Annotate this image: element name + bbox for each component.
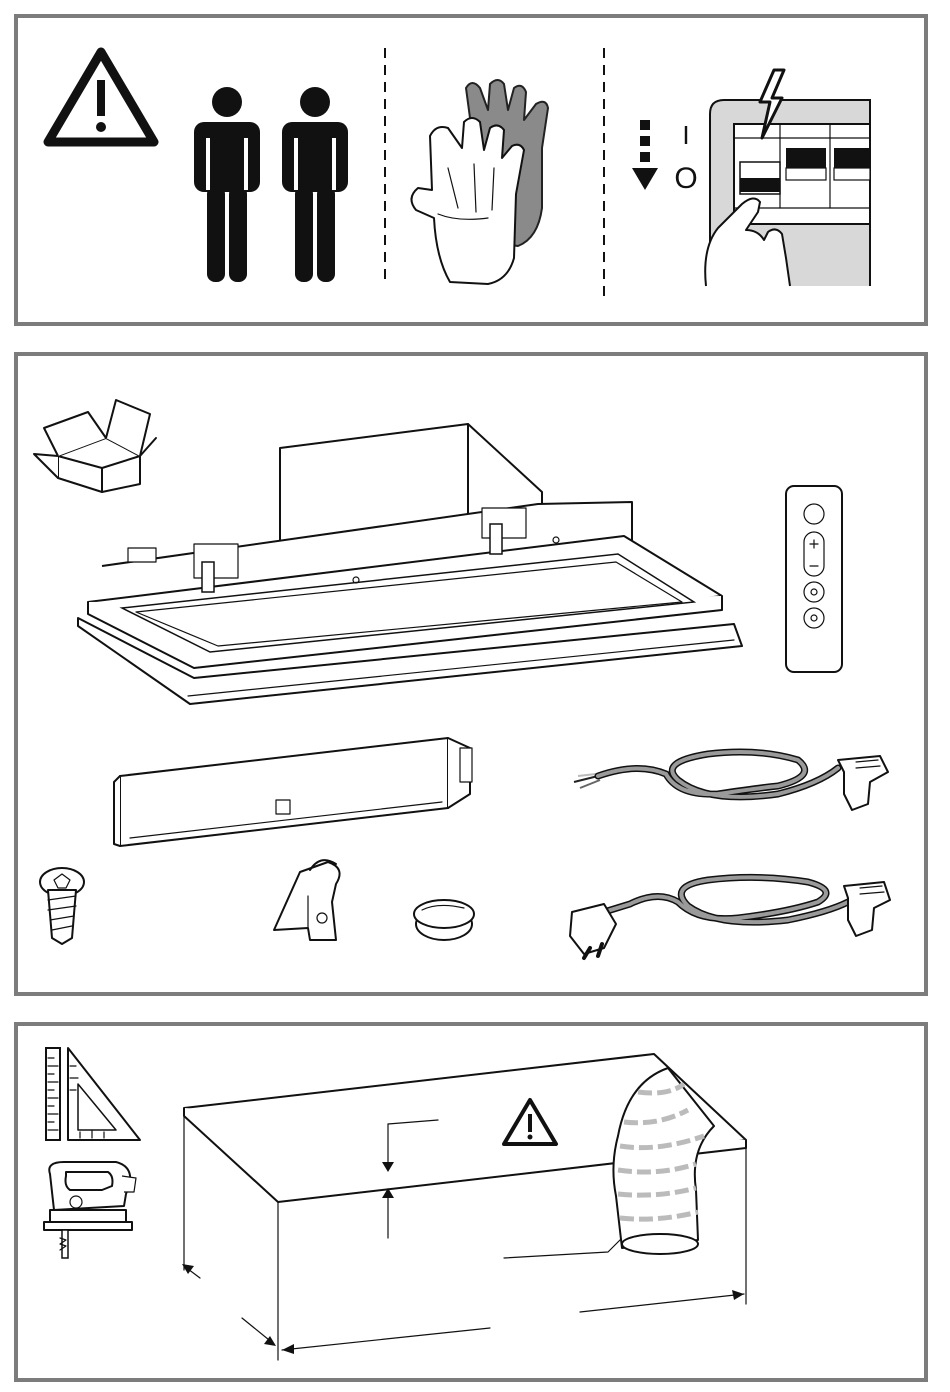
switch-off-symbol: O <box>674 162 697 195</box>
person-icon <box>194 87 260 282</box>
protective-gloves-icon <box>411 80 548 284</box>
person-icon <box>282 87 348 282</box>
switch-on-symbol: I <box>682 120 689 150</box>
remote-light-button[interactable] <box>804 582 824 602</box>
package-contents-illustrations <box>18 356 924 992</box>
installation-illustrations <box>18 1026 924 1378</box>
remote-timer-button[interactable] <box>804 608 824 628</box>
power-cable-bare-wires <box>574 752 888 810</box>
ruler-square-icon <box>46 1048 140 1140</box>
screw <box>40 868 84 944</box>
remote-power-button[interactable] <box>804 504 824 524</box>
warning-triangle-icon <box>48 52 154 142</box>
cooker-hood-unit <box>78 424 742 704</box>
installation-panel <box>14 1022 928 1382</box>
jigsaw-icon <box>44 1162 136 1258</box>
power-off-breaker-icon: I O <box>632 70 870 286</box>
safety-illustrations: I O <box>18 18 924 322</box>
cable-clip <box>274 860 340 940</box>
two-persons-icon <box>194 87 348 282</box>
remote-speed-rocker[interactable] <box>804 532 824 576</box>
extension-duct-box <box>114 738 472 846</box>
cardboard-box-icon <box>34 400 156 492</box>
remote-control[interactable] <box>786 486 842 672</box>
safety-panel: I O <box>14 14 928 326</box>
power-cable-plug <box>570 877 890 958</box>
cover-cap <box>414 900 474 940</box>
package-contents-panel <box>14 352 928 996</box>
